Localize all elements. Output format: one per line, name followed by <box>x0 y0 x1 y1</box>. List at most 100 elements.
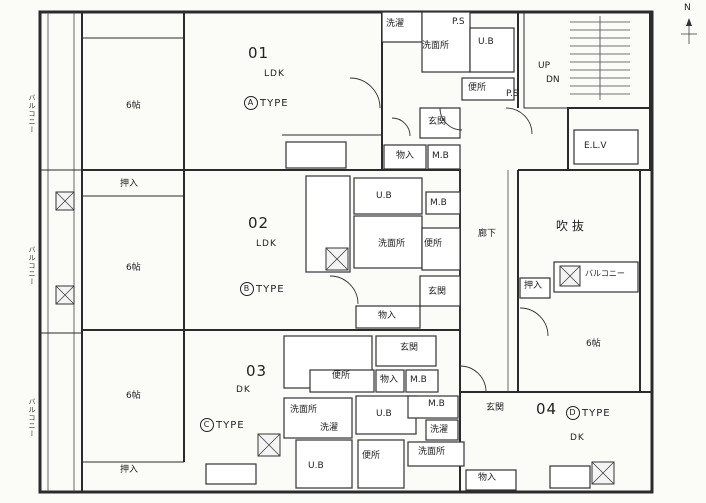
bath-03 <box>295 439 353 489</box>
toilet-01-label: 便所 <box>468 83 487 93</box>
elevator-label: E.L.V <box>584 141 607 151</box>
entrance-03-label: 玄関 <box>400 343 419 353</box>
unit-04-type-text: TYPE <box>582 408 611 419</box>
washroom-01-label: 洗面所 <box>422 41 450 51</box>
storage-01 <box>383 144 427 170</box>
closet-04-label: 押入 <box>524 281 543 291</box>
toilet-02-label: 便所 <box>424 239 443 249</box>
balcony-04-label: バルコニー <box>584 269 626 278</box>
toilet-02 <box>421 227 461 271</box>
toilet-01 <box>461 77 515 101</box>
unit-02-type-text: TYPE <box>256 284 285 295</box>
entrance-02-label: 玄関 <box>428 287 447 297</box>
balcony-label-3: バルコニー <box>28 398 36 438</box>
stair-up-label: UP <box>538 61 551 71</box>
entrance-04-label: 玄関 <box>486 403 505 413</box>
balcony-label-1: バルコニー <box>28 94 36 134</box>
washer-space-04 <box>425 419 459 441</box>
washer-04-label: 洗濯 <box>430 425 449 435</box>
unit-02-number: 02 <box>248 214 270 232</box>
pipe-shaft-1-label: P.S <box>452 17 465 27</box>
washroom-04-label: 洗面所 <box>418 447 446 457</box>
storage-04 <box>465 469 517 491</box>
room-6jou-02: 6帖 <box>126 263 141 273</box>
stair-down-label: DN <box>546 75 560 85</box>
unit-02-badge: B <box>240 282 254 296</box>
north-arrow <box>681 18 697 44</box>
meter-box-04-label: M.B <box>428 399 445 409</box>
unit-04-badge: D <box>566 406 580 420</box>
room-6jou-01: 6帖 <box>126 101 141 111</box>
entrance-01-label: 玄関 <box>428 117 447 127</box>
closet-04 <box>519 277 551 299</box>
meter-box-01 <box>427 144 461 170</box>
unit-04-layout: DK <box>570 433 585 443</box>
toilet-03 <box>309 369 375 393</box>
stair-block <box>523 11 651 109</box>
unit-03-layout: DK <box>236 385 251 395</box>
storage-03 <box>375 369 405 393</box>
unit-01-type-text: TYPE <box>260 98 289 109</box>
entrance-03 <box>375 335 437 367</box>
storage-03-label: 物入 <box>380 375 399 385</box>
storage-04-label: 物入 <box>478 473 497 483</box>
toilet-04-block <box>357 439 405 489</box>
kitchen-counter-03 <box>205 463 257 485</box>
washer-01-label: 洗濯 <box>386 19 405 29</box>
balcony-strip <box>40 12 82 492</box>
meter-box-03-label: M.B <box>410 375 427 385</box>
unit-03-badge: C <box>200 418 214 432</box>
unit-01-layout: LDK <box>264 69 285 79</box>
washroom-02-label: 洗面所 <box>378 239 406 249</box>
closet-02-label: 押入 <box>120 179 139 189</box>
bath-04-label: U.B <box>376 409 392 419</box>
washroom-03-label: 洗面所 <box>290 405 318 415</box>
kitchen-counter-04 <box>549 465 591 489</box>
bath-02 <box>353 177 423 215</box>
unit-01-number: 01 <box>248 44 270 62</box>
bath-03-label: U.B <box>308 461 324 471</box>
storage-02 <box>355 305 421 329</box>
room-6jou-04: 6帖 <box>586 339 601 349</box>
balcony-label-2: バルコニー <box>28 246 36 286</box>
bath-04-block <box>355 395 417 435</box>
common-area <box>439 11 651 392</box>
storage-02-label: 物入 <box>378 311 397 321</box>
unit-03-number: 03 <box>246 362 268 380</box>
unit-03-walls <box>81 329 487 493</box>
unit-02-layout: LDK <box>256 239 277 249</box>
toilet-04-label: 便所 <box>362 451 381 461</box>
washroom-02 <box>353 215 423 269</box>
meter-box-02-label: M.B <box>430 198 447 208</box>
unit-04-number: 04 <box>536 400 558 418</box>
washroom-03 <box>283 397 353 439</box>
storage-01-label: 物入 <box>396 151 415 161</box>
unit-03-type-text: TYPE <box>216 420 245 431</box>
room-6jou-03: 6帖 <box>126 391 141 401</box>
stair-treads <box>570 16 630 100</box>
toilet-03-label: 便所 <box>332 371 351 381</box>
bath-01-label: U.B <box>478 37 494 47</box>
elevator-cab <box>573 129 639 165</box>
closet-03-label: 押入 <box>120 465 139 475</box>
unit-01-badge: A <box>244 96 258 110</box>
atrium-label: 吹 抜 <box>556 219 584 233</box>
washroom-04 <box>407 441 465 467</box>
kitchen-counter-01 <box>285 141 347 169</box>
unit-02-walls <box>81 169 461 331</box>
corridor-label: 廊下 <box>478 229 497 239</box>
unit-01-walls <box>81 11 515 171</box>
bath-01 <box>469 27 515 73</box>
north-label: N <box>684 3 691 13</box>
pipe-shaft-2-label: P.S <box>506 89 519 99</box>
bath-02-label: U.B <box>376 191 392 201</box>
washer-03-label: 洗濯 <box>320 423 339 433</box>
entrance-01 <box>419 107 461 139</box>
unit-04-walls <box>407 169 653 493</box>
meter-box-04 <box>407 395 459 419</box>
